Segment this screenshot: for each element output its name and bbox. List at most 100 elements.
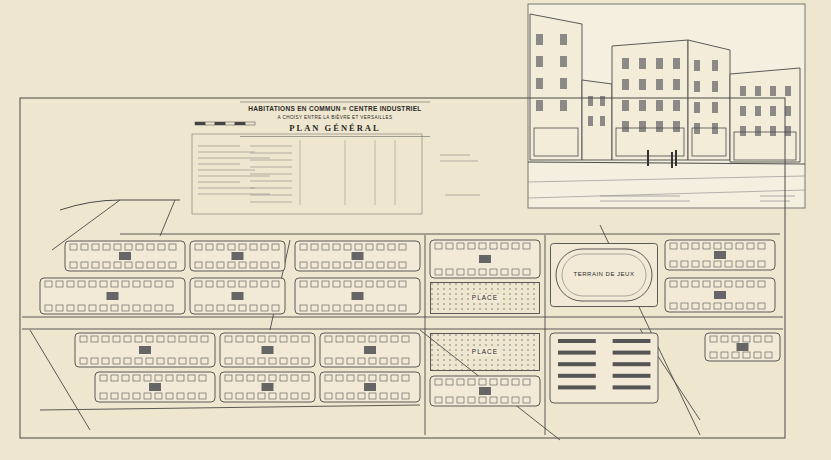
plan-subtitle: A CHOISY ENTRE LA BIÈVRE ET VERSAILLES [276, 115, 395, 121]
building [582, 80, 612, 160]
area-label: TERRAIN DE JEUX [572, 271, 637, 279]
shop-front [616, 128, 684, 156]
window [560, 56, 567, 67]
window [656, 121, 663, 132]
window [694, 60, 700, 71]
window [712, 102, 718, 113]
shop-front [534, 128, 578, 156]
window [588, 116, 593, 126]
window [785, 106, 791, 116]
window [639, 79, 646, 90]
window [600, 116, 605, 126]
housing-block [75, 333, 215, 367]
housing-block [705, 333, 780, 361]
building [730, 68, 800, 162]
housing-block [665, 278, 775, 312]
sketch-frame [528, 4, 805, 208]
window [536, 100, 543, 111]
window [785, 126, 791, 136]
window [755, 86, 761, 96]
window [694, 102, 700, 113]
area-label: PLACE [470, 348, 500, 356]
window [560, 78, 567, 89]
window [740, 126, 746, 136]
window [712, 81, 718, 92]
window [622, 58, 629, 69]
sports-ground: TERRAIN DE JEUX [550, 243, 658, 307]
window [639, 121, 646, 132]
housing-block [295, 241, 420, 271]
place-square: PLACE [430, 282, 540, 314]
scale-bar [195, 122, 255, 125]
window [656, 100, 663, 111]
window [755, 126, 761, 136]
housing-block [550, 333, 658, 403]
window [770, 106, 776, 116]
housing-block [190, 278, 285, 314]
general-plan [20, 98, 785, 440]
sheet-title: PLAN GÉNÉRAL [287, 123, 382, 134]
cartouche-table [192, 134, 480, 214]
window [622, 100, 629, 111]
window [712, 123, 718, 134]
window [536, 78, 543, 89]
window [560, 34, 567, 45]
window [536, 34, 543, 45]
plan-frame [20, 98, 785, 438]
housing-block [320, 333, 420, 367]
housing-block [95, 372, 215, 402]
window [673, 121, 680, 132]
window [770, 126, 776, 136]
caption-stroke [600, 201, 690, 202]
window [673, 79, 680, 90]
figure [647, 150, 649, 166]
window [694, 81, 700, 92]
figure [671, 152, 673, 168]
window [622, 79, 629, 90]
building [530, 14, 582, 160]
window [785, 86, 791, 96]
housing-block [220, 333, 315, 367]
place-square: PLACE [430, 333, 540, 371]
window [622, 121, 629, 132]
window [673, 58, 680, 69]
plan-title: HABITATIONS EN COMMUN ≡ CENTRE INDUSTRIE… [246, 105, 423, 113]
building [688, 40, 730, 160]
window [740, 106, 746, 116]
window [536, 56, 543, 67]
figure [675, 150, 677, 166]
building [612, 40, 688, 160]
window [560, 100, 567, 111]
window [694, 123, 700, 134]
window [770, 86, 776, 96]
shop-front [734, 132, 796, 160]
window [656, 79, 663, 90]
housing-block [295, 278, 420, 314]
caption-stroke [600, 196, 680, 197]
housing-block [320, 372, 420, 402]
tramline [528, 176, 805, 182]
kerb [528, 162, 805, 164]
window [656, 58, 663, 69]
window [639, 100, 646, 111]
window [673, 100, 680, 111]
window [712, 60, 718, 71]
window [639, 58, 646, 69]
tramline [528, 190, 805, 198]
title-cartouche: HABITATIONS EN COMMUN ≡ CENTRE INDUSTRIE… [240, 101, 430, 137]
window [755, 106, 761, 116]
window [740, 86, 746, 96]
housing-block [665, 240, 775, 270]
housing-block [430, 376, 540, 406]
housing-block [65, 241, 185, 271]
streets [22, 200, 783, 440]
housing-block [190, 241, 285, 271]
shop-front [692, 128, 726, 156]
area-label: PLACE [470, 294, 500, 302]
housing-block [220, 372, 315, 402]
housing-block [430, 240, 540, 278]
housing-block [40, 278, 185, 314]
caption-stroke [760, 196, 795, 197]
